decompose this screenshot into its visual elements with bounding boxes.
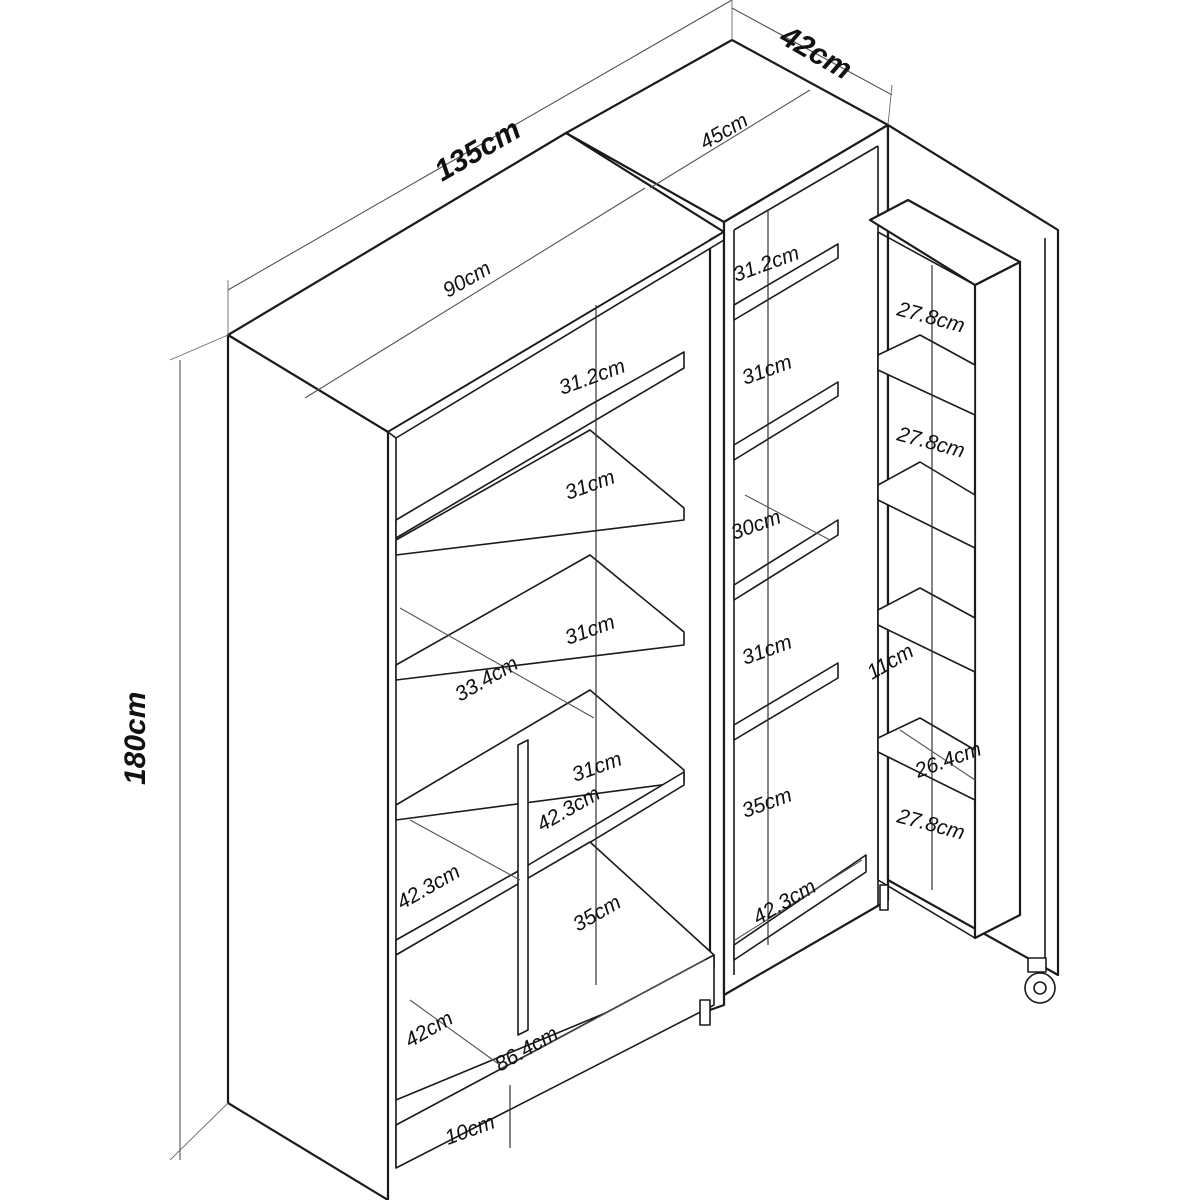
side-cabinet [564,38,890,997]
side-shelves [733,243,867,961]
main-shelf-3 [395,554,685,681]
main-divider [517,739,529,1036]
door-rack-shelf-3 [877,587,976,673]
main-cabinet [226,131,726,1200]
main-cabinet-right-edge [708,230,726,1012]
main-shelves [395,351,715,1169]
door-rack-shelf-2 [877,461,976,549]
main-shelf-2 [395,429,685,556]
label-overall-height: 180cm [119,692,152,785]
door-rack-front [973,260,1022,940]
side-shelf-2 [733,381,839,461]
label-main-left-depth: 42.3cm [393,860,464,914]
door-rack-frame [868,198,1022,287]
side-shelf-3 [733,519,839,601]
door-rack-shelf-4 [877,717,976,801]
door-rack-shelf-1 [877,334,976,416]
side-shelf-4 [733,662,839,741]
main-shelf-1 [395,351,685,539]
door-rack-shelves [877,334,976,801]
dimension-lines [169,0,976,1161]
caster-wheel-icon [1024,957,1056,1004]
swing-door [699,123,1060,1026]
main-cabinet-left-side [226,333,390,1200]
side-shelf-1 [733,243,839,321]
